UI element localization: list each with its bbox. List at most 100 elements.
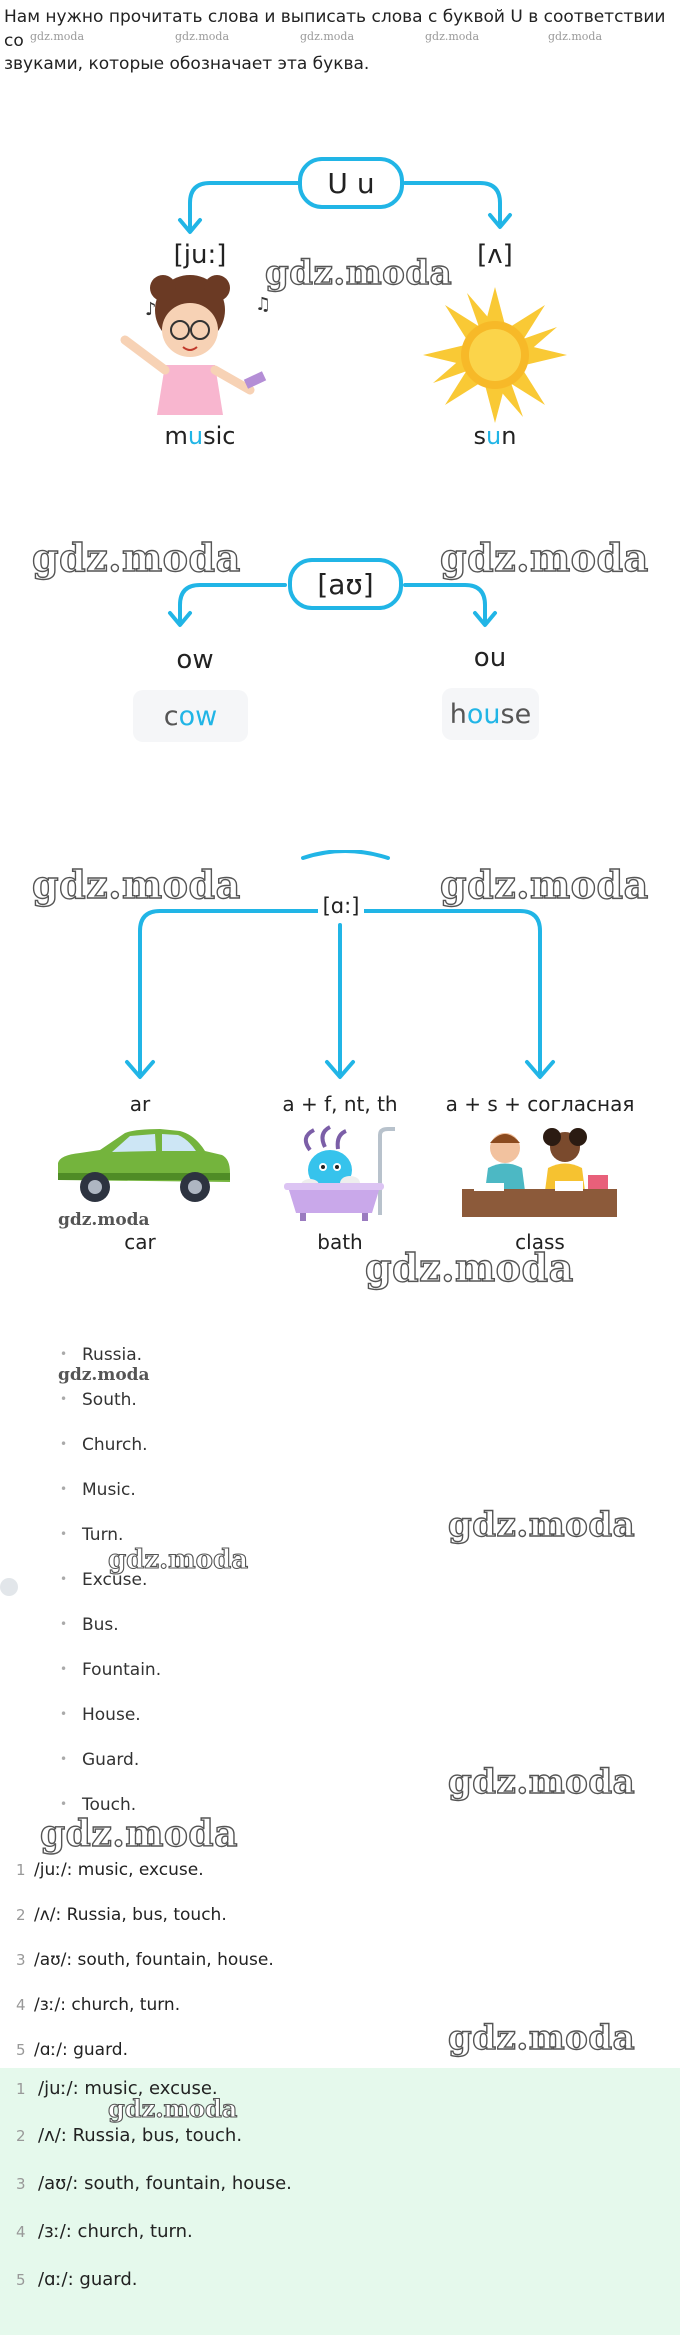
answer-number: 4 [16, 1996, 26, 2014]
letter-pill: U u [298, 157, 404, 209]
watermark-large: gdz.moda [31, 861, 241, 907]
word-part: n [501, 422, 517, 450]
answer-row: 2/ʌ/: Russia, bus, touch. [0, 2125, 242, 2146]
side-handle[interactable] [0, 1578, 18, 1596]
a-s-consonant-label: a + s + согласная [445, 1092, 635, 1116]
list-item: Touch. [60, 1795, 136, 1815]
word-music: music [150, 422, 250, 450]
watermark-large: gdz.moda [264, 252, 453, 293]
list-item: Music. [60, 1480, 136, 1500]
answer-row: 1/juː/: music, excuse. [0, 1860, 204, 1880]
answer-text: /ɜː/: church, turn. [38, 2221, 193, 2242]
word-part: m [164, 422, 188, 450]
watermark-tiny: gdz.moda [58, 1210, 150, 1230]
list-item: Russia. [60, 1345, 142, 1365]
sound-a-label: [ɑ:] [318, 894, 364, 918]
answer-row: 5/ɑː/: guard. [0, 2269, 138, 2290]
watermark-small: gdz.moda [548, 30, 603, 43]
list-item: South. [60, 1390, 137, 1410]
letter-label: U u [327, 166, 375, 200]
answer-text: /ɑː/: guard. [34, 2040, 128, 2060]
answer-text: /ɑː/: guard. [38, 2269, 138, 2290]
sound-aw-label: [aʊ] [317, 567, 374, 601]
answer-row: 3/aʊ/: south, fountain, house. [0, 2173, 292, 2194]
watermark-large: gdz.moda [447, 1761, 636, 1802]
word-class: class [515, 1230, 565, 1254]
answer-text: /aʊ/: south, fountain, house. [38, 2173, 292, 2194]
svg-text:♪: ♪ [145, 299, 157, 320]
answer-number: 3 [16, 2175, 26, 2193]
word-sun: sun [445, 422, 545, 450]
diagram2-arrows [168, 583, 497, 627]
watermark-large: gdz.moda [364, 1244, 574, 1290]
answer-number: 2 [16, 2127, 26, 2145]
answer-number: 1 [16, 2080, 26, 2098]
answer-row: 2/ʌ/: Russia, bus, touch. [0, 1905, 227, 1925]
intro-line-1: Нам нужно прочитать слова и выписать сло… [4, 7, 666, 51]
answer-row: 5/ɑː/: guard. [0, 2040, 128, 2060]
answer-number: 4 [16, 2223, 26, 2241]
watermark-large: gdz.moda [447, 2017, 636, 2058]
diagram3-arrows [125, 850, 555, 1079]
word-bath: bath [317, 1230, 363, 1254]
word-car: car [124, 1230, 156, 1254]
answer-text: /aʊ/: south, fountain, house. [34, 1950, 274, 1970]
list-item: Church. [60, 1435, 147, 1455]
watermark-small: gdz.moda [30, 30, 85, 43]
answer-number: 3 [16, 1951, 26, 1969]
word-highlight: ow [178, 700, 218, 732]
answer-text: /juː/: music, excuse. [34, 1860, 204, 1880]
ow-label: ow [176, 645, 214, 675]
watermark-small: gdz.moda [300, 30, 355, 43]
watermark-large: gdz.moda [439, 861, 649, 907]
word-part: sic [203, 422, 236, 450]
word-highlight: u [187, 422, 204, 450]
class-illustration [462, 1128, 617, 1217]
word-part: se [500, 698, 532, 730]
answer-text: /ɜː/: church, turn. [34, 1995, 181, 2015]
ar-label: ar [129, 1092, 151, 1116]
sound-schwa-label: [ʌ] [477, 240, 513, 270]
sound-aw-pill: [aʊ] [288, 558, 403, 610]
answer-row: 4/ɜː/: church, turn. [0, 2221, 193, 2242]
word-part: h [449, 698, 467, 730]
watermark-medium: gdz.moda [107, 1544, 249, 1575]
word-part: s [473, 422, 487, 450]
answer-row: 1/juː/: music, excuse. [0, 2078, 218, 2099]
car-illustration [58, 1129, 230, 1202]
answer-row: 4/ɜː/: church, turn. [0, 1995, 180, 2015]
answer-number: 1 [16, 1861, 26, 1879]
a-f-nt-th-label: a + f, nt, th [282, 1092, 398, 1116]
watermark-large: gdz.moda [39, 1812, 238, 1855]
svg-text:♫: ♫ [255, 294, 271, 315]
intro-text: Нам нужно прочитать слова и выписать сло… [4, 5, 674, 76]
answer-row: 3/aʊ/: south, fountain, house. [0, 1950, 274, 1970]
watermark-small: gdz.moda [175, 30, 230, 43]
watermark-small: gdz.moda [425, 30, 480, 43]
sound-ju-label: [ju:] [173, 240, 227, 270]
answer-text: /ʌ/: Russia, bus, touch. [38, 2125, 243, 2146]
watermark-tiny: gdz.moda [58, 1365, 150, 1385]
list-item: Guard. [60, 1750, 139, 1770]
diagram1-arrows [178, 181, 512, 234]
sun-illustration [423, 287, 567, 423]
watermark-medium: gdz.moda [107, 2093, 238, 2123]
watermark-large: gdz.moda [31, 534, 241, 580]
answer-number: 5 [16, 2041, 26, 2059]
ou-label: ou [473, 643, 507, 673]
list-item: House. [60, 1705, 141, 1725]
answer-highlight-box: 1/juː/: music, excuse. 2/ʌ/: Russia, bus… [0, 2068, 680, 2335]
word-highlight: u [486, 422, 502, 450]
list-item: Excuse. [60, 1570, 147, 1590]
word-highlight: ou [466, 698, 501, 730]
answer-text: /ʌ/: Russia, bus, touch. [34, 1905, 227, 1925]
answer-number: 2 [16, 1906, 26, 1924]
watermark-large: gdz.moda [447, 1504, 636, 1545]
answer-number: 5 [16, 2271, 26, 2289]
watermark-large: gdz.moda [439, 534, 649, 580]
list-item: Bus. [60, 1615, 119, 1635]
intro-line-2: звуками, которые обозначает эта буква. [4, 54, 370, 74]
answer-text: /juː/: music, excuse. [38, 2078, 218, 2099]
